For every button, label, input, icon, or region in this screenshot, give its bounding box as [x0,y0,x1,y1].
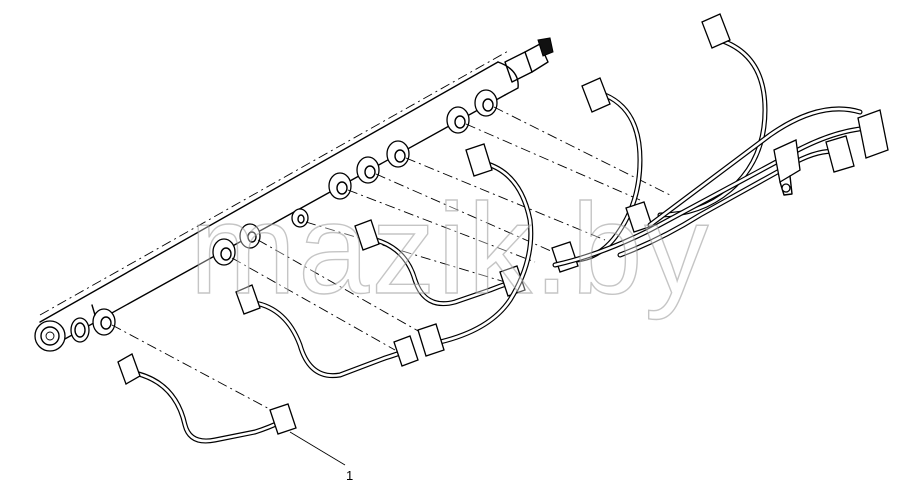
outlet-fitting [474,89,498,117]
pressure-sensor [504,37,554,83]
outlet-fitting [91,304,116,336]
outlet-fitting [291,208,309,228]
injector-pipe-6 [625,13,768,233]
injector-pipe-4 [417,143,534,357]
outlet-fitting [386,140,410,168]
callout-label-1: 1 [346,468,353,483]
fuel-rail [34,37,554,352]
outlet-fitting [328,172,352,200]
outlet-fitting [212,238,236,266]
outlet-fitting [446,106,470,134]
injector-pipes [117,13,889,444]
pipe-clamp [773,139,801,196]
callout-1: 1 [289,431,353,483]
injector-pipe-1 [117,353,297,444]
rail-end-fitting [34,317,90,352]
injector-pipe-3 [354,219,526,307]
pipe-bundle [552,106,889,268]
rail-outlet-fittings [91,89,498,336]
outlet-fitting [239,223,261,249]
injector-pipe-2 [235,284,419,379]
outlet-fitting [356,156,380,184]
